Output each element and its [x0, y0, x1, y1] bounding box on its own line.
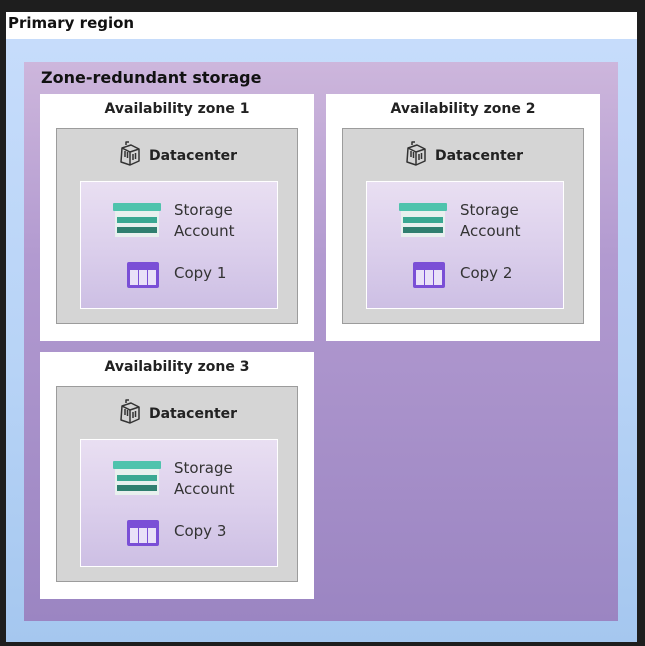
- storage-account-label: Storage Account: [460, 201, 521, 240]
- storage-account-icon: [113, 203, 161, 243]
- storage-account-label: Storage Account: [174, 459, 235, 498]
- diagram-frame: Primary region Zone-redundant storage Av…: [6, 12, 637, 642]
- table-copy-icon: [127, 262, 159, 292]
- datacenter-box: Datacenter Storage Account Cop: [56, 128, 298, 324]
- copy-label: Copy 2: [460, 264, 513, 282]
- datacenter-title: Datacenter: [148, 148, 238, 164]
- region-title: Primary region: [8, 14, 135, 32]
- datacenter-icon: [117, 399, 143, 429]
- datacenter-title: Datacenter: [434, 148, 524, 164]
- datacenter-icon: [403, 141, 429, 171]
- zone-title: Availability zone 3: [104, 359, 250, 375]
- storage-account-icon: [399, 203, 447, 243]
- availability-zone-2: Availability zone 2 Datacenter Storag: [326, 94, 600, 341]
- copy-label: Copy 1: [174, 264, 227, 282]
- datacenter-title: Datacenter: [148, 406, 238, 422]
- storage-account-box: Storage Account Copy 1: [80, 181, 278, 309]
- availability-zone-3: Availability zone 3 Datacenter Storag: [40, 352, 314, 599]
- zrs-title: Zone-redundant storage: [41, 68, 262, 87]
- datacenter-icon: [117, 141, 143, 171]
- copy-label: Copy 3: [174, 522, 227, 540]
- datacenter-box: Datacenter Storage Account Cop: [342, 128, 584, 324]
- storage-account-icon: [113, 461, 161, 501]
- zone-redundant-storage: Zone-redundant storage Availability zone…: [24, 62, 618, 621]
- zone-title: Availability zone 2: [390, 101, 536, 117]
- storage-account-label: Storage Account: [174, 201, 235, 240]
- table-copy-icon: [127, 520, 159, 550]
- storage-account-box: Storage Account Copy 2: [366, 181, 564, 309]
- table-copy-icon: [413, 262, 445, 292]
- datacenter-box: Datacenter Storage Account Cop: [56, 386, 298, 582]
- zone-title: Availability zone 1: [104, 101, 250, 117]
- primary-region: Zone-redundant storage Availability zone…: [6, 39, 637, 642]
- availability-zone-1: Availability zone 1 Datacenter Storag: [40, 94, 314, 341]
- storage-account-box: Storage Account Copy 3: [80, 439, 278, 567]
